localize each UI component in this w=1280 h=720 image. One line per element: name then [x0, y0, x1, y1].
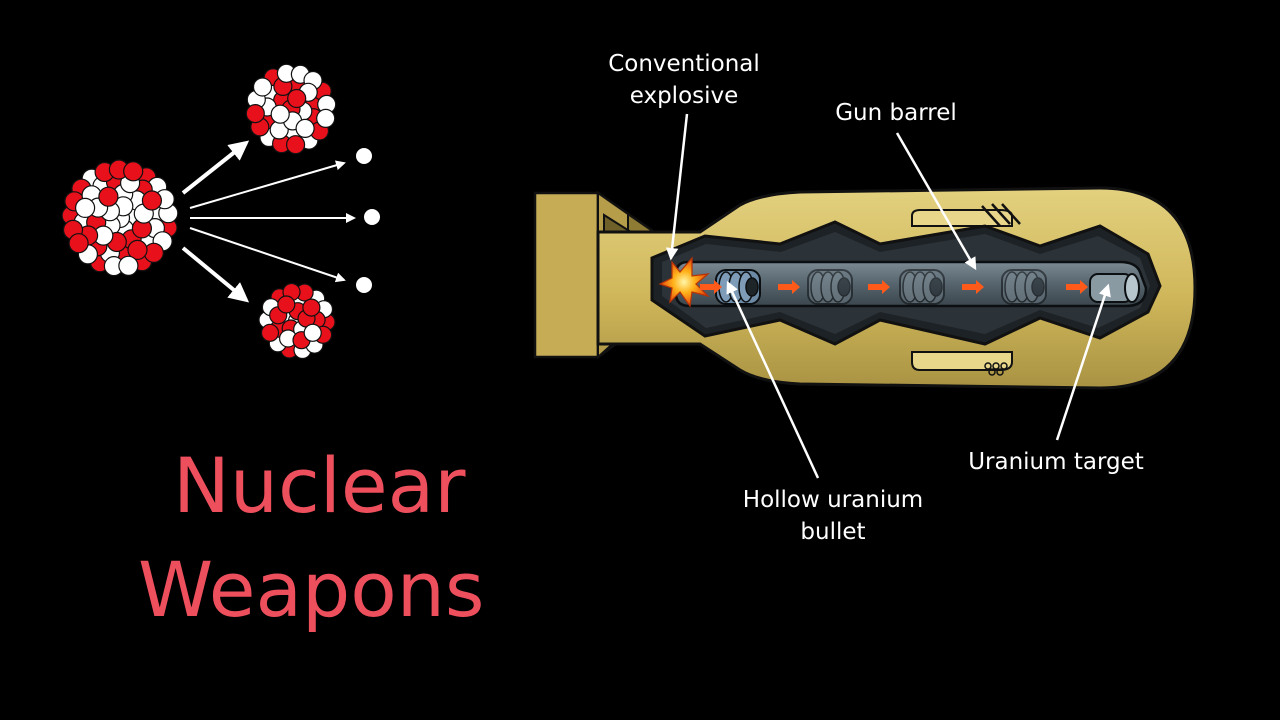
proton	[287, 88, 307, 109]
leader-uranium-target	[1055, 283, 1111, 441]
motion-arrow	[962, 280, 984, 294]
label-line: bullet	[800, 519, 866, 545]
motion-arrows	[700, 280, 1088, 294]
bullet-ghost	[899, 269, 945, 305]
proton	[302, 298, 321, 317]
motion-arrow	[868, 280, 890, 294]
explosion-icon	[658, 256, 710, 308]
label-conventional-explosive: Conventional explosive	[604, 48, 764, 112]
leader-hollow-uranium-bullet	[726, 280, 820, 479]
bullet-ghost	[1001, 269, 1047, 305]
proton	[277, 295, 296, 314]
neutron-arrow	[189, 227, 346, 283]
label-gun-barrel: Gun barrel	[835, 100, 957, 126]
neutron	[295, 118, 315, 138]
free-neutron-icon	[364, 209, 380, 225]
motion-arrow	[700, 280, 722, 294]
label-uranium-target: Uranium target	[968, 449, 1144, 475]
neutron	[303, 323, 322, 342]
gun-type-bomb-icon	[533, 113, 1197, 479]
proton	[260, 323, 280, 342]
proton	[123, 161, 144, 182]
fission-arrow	[181, 246, 250, 303]
leader-gun-barrel	[895, 132, 977, 271]
free-neutron-icon	[356, 148, 372, 164]
proton	[98, 186, 119, 207]
proton	[68, 233, 89, 254]
fission-fragment-icon	[245, 63, 337, 155]
neutron	[316, 108, 336, 129]
neutron	[270, 104, 290, 124]
neutron	[252, 77, 273, 97]
fission-arrow	[181, 140, 250, 195]
neutron	[74, 197, 96, 218]
label-hollow-uranium-bullet: Hollow uranium bullet	[735, 484, 931, 548]
uranium-target	[1089, 273, 1140, 303]
label-line: Conventional	[608, 51, 760, 77]
page-title-line-2: Weapons	[138, 545, 485, 634]
bullet-ghost	[807, 269, 853, 305]
motion-arrow	[778, 280, 800, 294]
free-neutron-icon	[356, 277, 372, 293]
proton	[245, 103, 265, 124]
hollow-uranium-bullet	[715, 269, 761, 305]
neutron-arrow	[189, 160, 346, 209]
leader-conventional-explosive	[665, 113, 689, 261]
page-title-line-1: Nuclear	[173, 441, 466, 530]
fission-fragment-icon	[258, 282, 336, 360]
label-line: Hollow uranium	[742, 487, 924, 513]
proton	[127, 239, 148, 260]
proton	[286, 135, 306, 155]
proton	[141, 190, 162, 211]
label-line: explosive	[629, 83, 739, 109]
uranium-nucleus-icon	[61, 159, 179, 277]
fission-diagram	[61, 63, 380, 360]
motion-arrow	[1066, 280, 1088, 294]
neutron	[118, 255, 139, 276]
